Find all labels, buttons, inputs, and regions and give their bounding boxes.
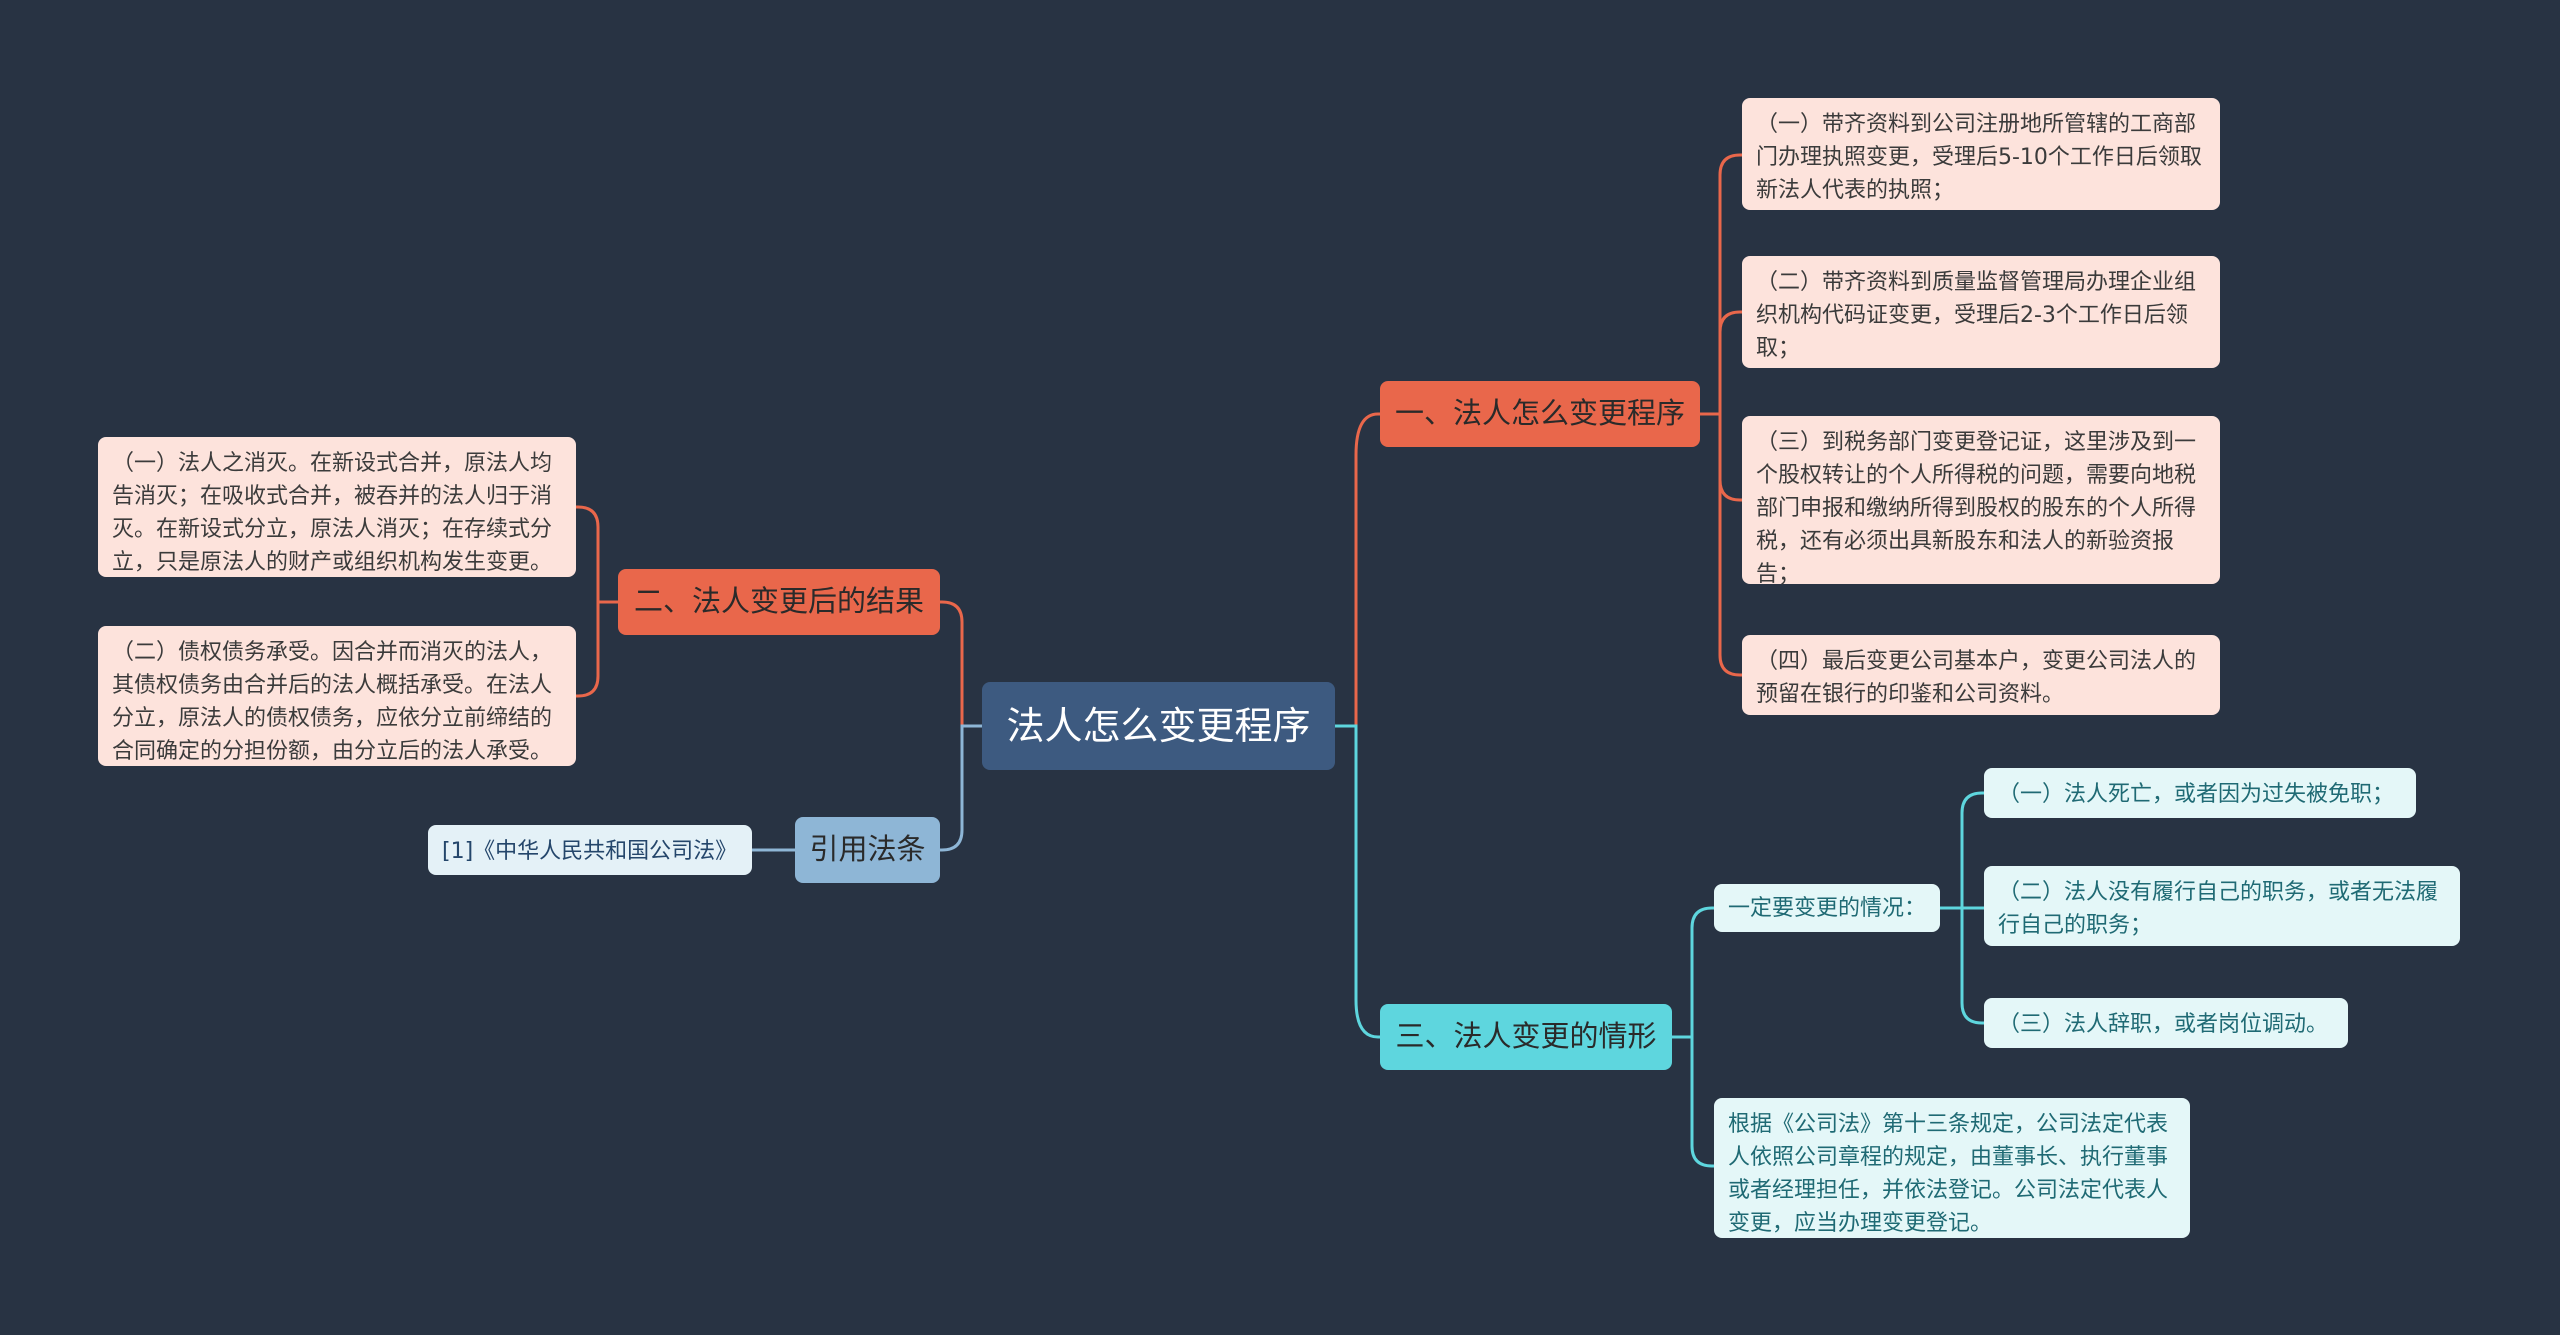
branch-citation[interactable]: 引用法条: [795, 817, 940, 883]
situation-note[interactable]: 根据《公司法》第十三条规定，公司法定代表人依照公司章程的规定，由董事长、执行董事…: [1714, 1098, 2190, 1238]
branch-result[interactable]: 二、法人变更后的结果: [618, 569, 940, 635]
must-change-item-3[interactable]: （三）法人辞职，或者岗位调动。: [1984, 998, 2348, 1048]
connector-result-item-1: [576, 505, 618, 604]
branch-procedure[interactable]: 一、法人怎么变更程序: [1380, 381, 1700, 447]
procedure-item-4[interactable]: （四）最后变更公司基本户，变更公司法人的预留在银行的印鉴和公司资料。: [1742, 635, 2220, 715]
connector-result-item-2: [576, 600, 618, 698]
connector-procedure-item-2: [1700, 310, 1742, 416]
connector-must-change-item-3: [1940, 906, 1984, 1025]
must-change-item-1[interactable]: （一）法人死亡，或者因为过失被免职；: [1984, 768, 2416, 818]
connector-must-change-item-1: [1940, 791, 1984, 910]
connector-root-citation: [940, 724, 982, 852]
must-change-item-2[interactable]: （二）法人没有履行自己的职务，或者无法履行自己的职务；: [1984, 866, 2460, 946]
result-item-2[interactable]: （二）债权债务承受。因合并而消灭的法人，其债权债务由合并后的法人概括承受。在法人…: [98, 626, 576, 766]
result-item-1[interactable]: （一）法人之消灭。在新设式合并，原法人均告消灭；在吸收式合并，被吞并的法人归于消…: [98, 437, 576, 577]
connector-procedure-item-4: [1700, 412, 1742, 677]
connector-procedure-item-1: [1700, 153, 1742, 416]
root-node[interactable]: 法人怎么变更程序: [982, 682, 1335, 770]
connector-situation-must-change: [1672, 906, 1714, 1039]
branch-situation[interactable]: 三、法人变更的情形: [1380, 1004, 1672, 1070]
citation-item-1[interactable]: [1]《中华人民共和国公司法》: [428, 825, 752, 875]
procedure-item-3[interactable]: （三）到税务部门变更登记证，这里涉及到一个股权转让的个人所得税的问题，需要向地税…: [1742, 416, 2220, 587]
connector-situation-note: [1672, 1035, 1714, 1168]
procedure-item-2[interactable]: （二）带齐资料到质量监督管理局办理企业组织机构代码证变更，受理后2-3个工作日后…: [1742, 256, 2220, 368]
connector-root-situation: [1335, 724, 1382, 1039]
connector-root-result: [940, 600, 982, 728]
procedure-item-1[interactable]: （一）带齐资料到公司注册地所管辖的工商部门办理执照变更，受理后5-10个工作日后…: [1742, 98, 2220, 210]
connector-root-procedure: [1335, 412, 1382, 728]
situation-must-change[interactable]: 一定要变更的情况：: [1714, 884, 1940, 932]
